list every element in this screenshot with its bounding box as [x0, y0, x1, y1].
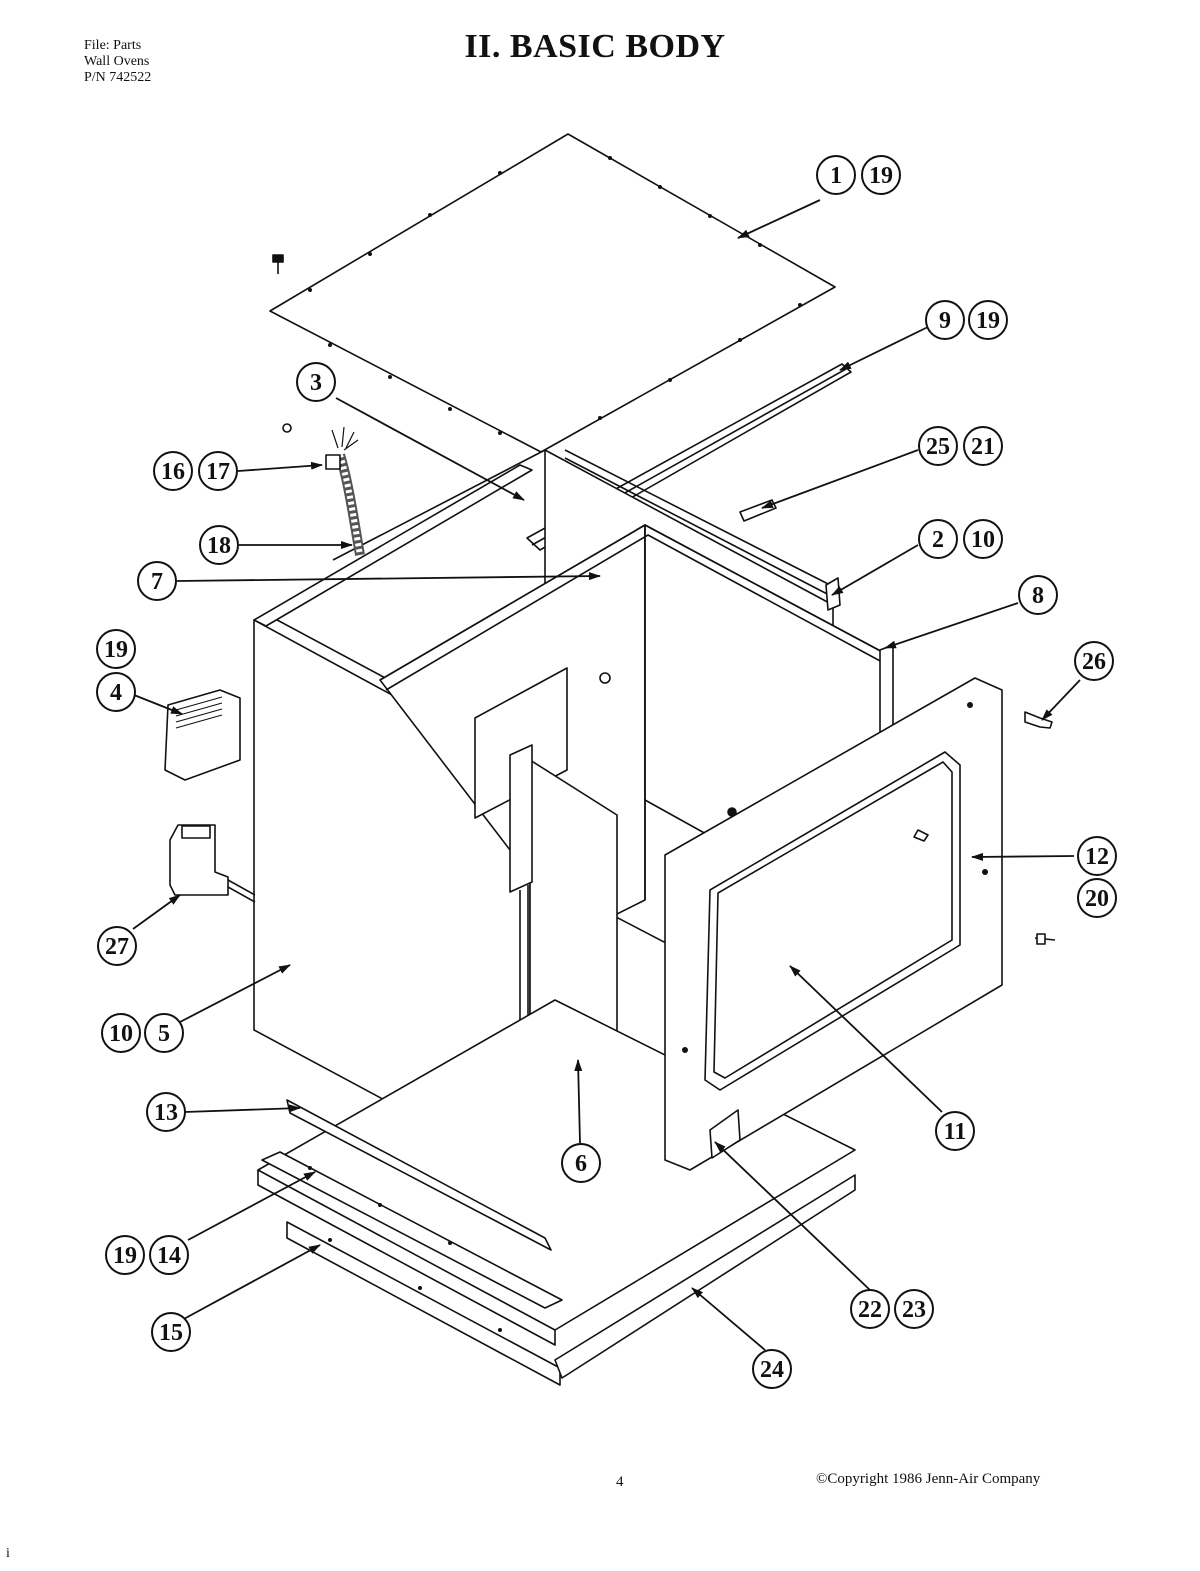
callout-label: 1 — [830, 163, 842, 189]
callout: 26 — [1074, 641, 1114, 681]
page-title: II. BASIC BODY — [464, 28, 726, 65]
callout-label: 14 — [157, 1243, 181, 1269]
screw — [272, 254, 284, 274]
callout-label: 18 — [207, 533, 231, 559]
callout: 2 — [918, 519, 958, 559]
callout: 17 — [198, 451, 238, 491]
callout-label: 10 — [109, 1021, 133, 1047]
file-line: P/N 742522 — [84, 70, 152, 85]
callout: 7 — [137, 561, 177, 601]
callout-label: 19 — [104, 637, 128, 663]
bottom-rail-15 — [286, 1221, 561, 1386]
callout-label: 21 — [971, 434, 995, 460]
bottom-rail-14 — [261, 1151, 563, 1309]
top-panel — [269, 133, 836, 453]
callout: 9 — [925, 300, 965, 340]
top-panel-holes — [308, 156, 802, 435]
callout: 16 — [153, 451, 193, 491]
callout: 21 — [963, 426, 1003, 466]
callout-label: 7 — [151, 569, 163, 595]
callout-label: 23 — [902, 1297, 926, 1323]
callout: 5 — [144, 1013, 184, 1053]
callout: 23 — [894, 1289, 934, 1329]
callouts: 1 19 9 19 25 21 2 10 3 16 17 18 7 8 19 4… — [96, 155, 1117, 1389]
leader-lines — [132, 199, 1081, 1351]
file-line: Wall Ovens — [84, 54, 150, 69]
callout: 19 — [105, 1235, 145, 1275]
callout-label: 26 — [1082, 649, 1106, 675]
bottom-rail-24 — [554, 1174, 856, 1379]
callout-label: 8 — [1032, 583, 1044, 609]
callout-label: 15 — [159, 1320, 183, 1346]
callout: 27 — [97, 926, 137, 966]
callout-label: 19 — [976, 308, 1000, 334]
callout: 14 — [149, 1235, 189, 1275]
callout: 25 — [918, 426, 958, 466]
callout: 13 — [146, 1092, 186, 1132]
page-number: 4 — [616, 1474, 624, 1490]
callout: 20 — [1077, 878, 1117, 918]
callout-label: 24 — [760, 1357, 784, 1383]
callout: 19 — [96, 629, 136, 669]
callout-label: 13 — [154, 1100, 178, 1126]
callout: 15 — [151, 1312, 191, 1352]
callout-label: 17 — [206, 459, 230, 485]
callout: 6 — [561, 1143, 601, 1183]
callout: 8 — [1018, 575, 1058, 615]
corner-mark: i — [6, 1546, 10, 1561]
callout-label: 12 — [1085, 844, 1109, 870]
callout-label: 10 — [971, 527, 995, 553]
callout: 11 — [935, 1111, 975, 1151]
callout-label: 4 — [110, 680, 122, 706]
callout-label: 11 — [944, 1119, 967, 1145]
top-left-rail — [253, 464, 533, 627]
callout: 3 — [296, 362, 336, 402]
callout: 12 — [1077, 836, 1117, 876]
callout: 4 — [96, 672, 136, 712]
callout-label: 19 — [869, 163, 893, 189]
junction-box — [164, 689, 241, 781]
callout: 24 — [752, 1349, 792, 1389]
callout: 1 — [816, 155, 856, 195]
callout-label: 3 — [310, 370, 322, 396]
callout: 22 — [850, 1289, 890, 1329]
callout-label: 5 — [158, 1021, 170, 1047]
callout-label: 6 — [575, 1151, 587, 1177]
callout-label: 22 — [858, 1297, 882, 1323]
terminal-block — [169, 824, 229, 896]
parts-drawing — [164, 133, 1056, 1386]
copyright-notice: ©Copyright 1986 Jenn-Air Company — [816, 1471, 1041, 1487]
callout: 10 — [101, 1013, 141, 1053]
callout-label: 25 — [926, 434, 950, 460]
callout-label: 16 — [161, 459, 185, 485]
callout: 19 — [861, 155, 901, 195]
bracket — [739, 499, 777, 522]
file-info: File: Parts Wall Ovens P/N 742522 — [84, 38, 151, 86]
callout-label: 19 — [113, 1243, 137, 1269]
callout-label: 27 — [105, 934, 129, 960]
callout: 18 — [199, 525, 239, 565]
callout-label: 20 — [1085, 886, 1109, 912]
callout: 19 — [968, 300, 1008, 340]
file-line: File: Parts — [84, 38, 142, 53]
callout: 10 — [963, 519, 1003, 559]
callout-label: 9 — [939, 308, 951, 334]
callout-label: 2 — [932, 527, 944, 553]
knob — [1024, 711, 1053, 729]
